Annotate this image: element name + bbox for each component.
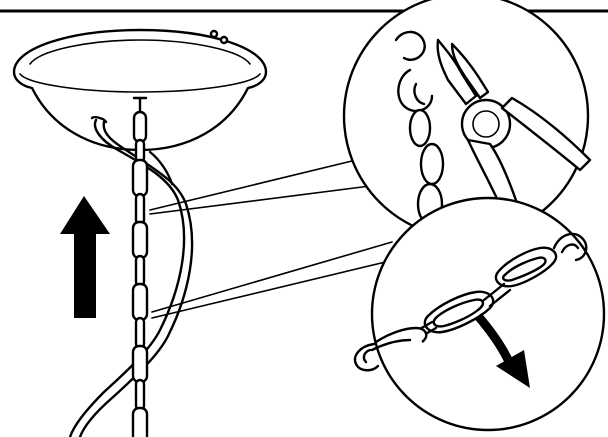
pliers-detail-callout <box>342 0 592 240</box>
open-chain-link-icon <box>353 232 588 372</box>
power-cord <box>68 116 194 437</box>
up-arrow-icon <box>60 196 110 318</box>
hanging-chain <box>131 96 149 437</box>
callout-connectors <box>149 159 403 319</box>
ceiling-canopy <box>12 28 268 152</box>
canopy-screw-icon <box>209 29 229 45</box>
curved-down-arrow-icon <box>474 313 530 388</box>
open-link-detail-callout <box>353 196 606 432</box>
pliers-icon <box>436 38 592 216</box>
